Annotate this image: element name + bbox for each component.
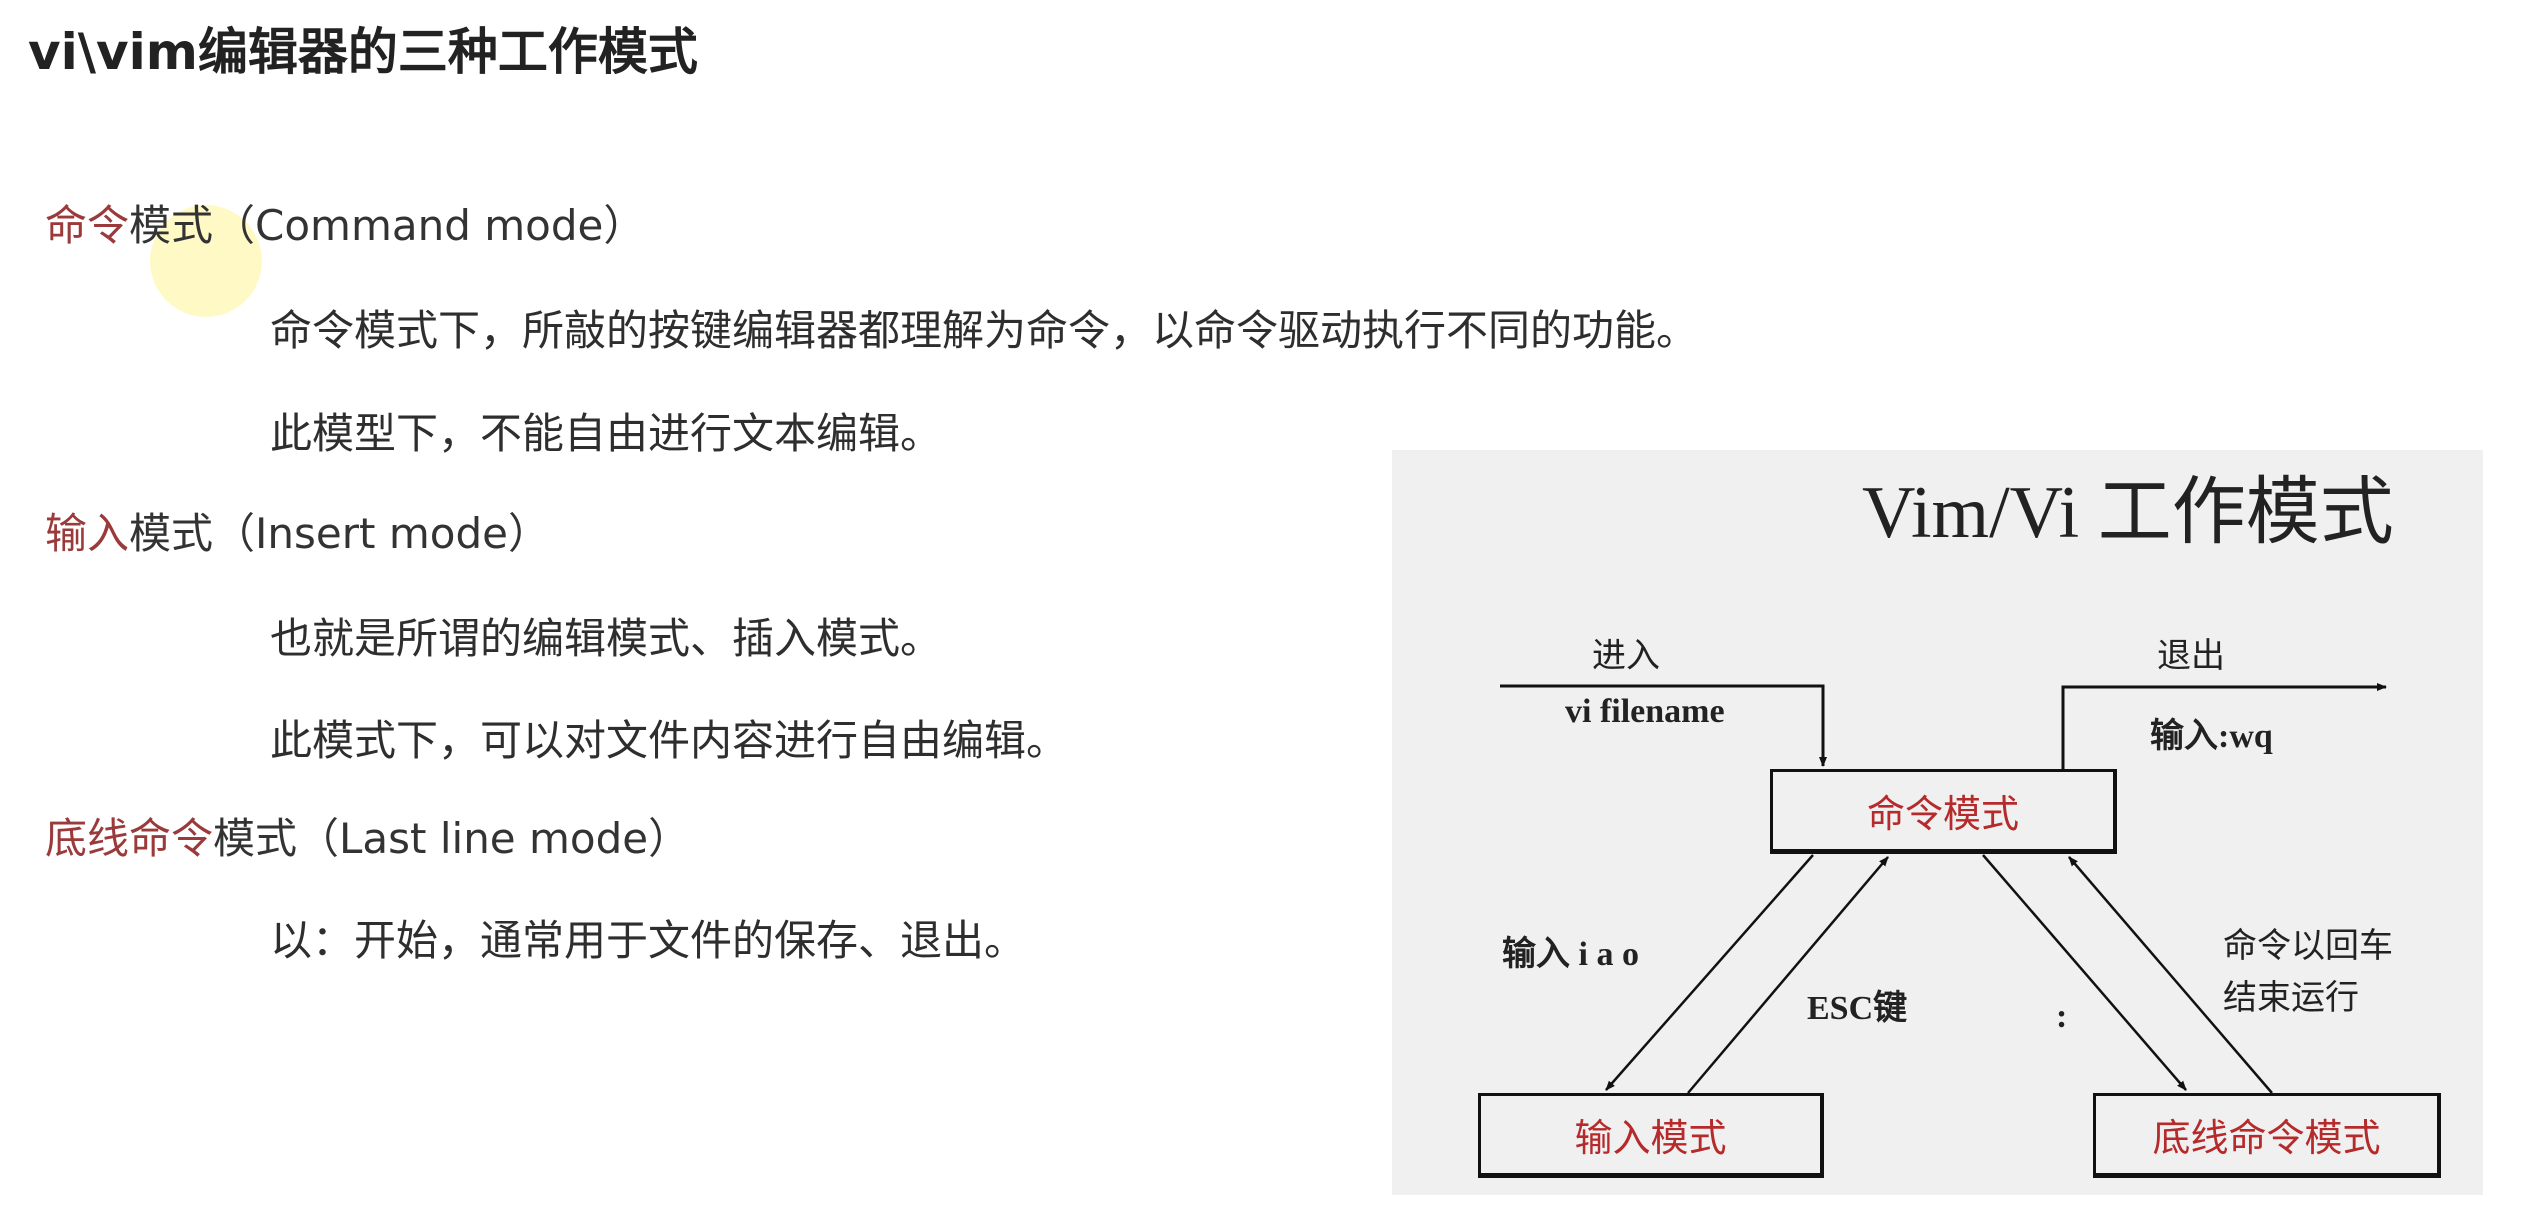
section-line: 也就是所谓的编辑模式、插入模式。 [270,614,943,663]
lastline-mode-label: 底线命令模式 [2152,1116,2381,1160]
section-line: 以：开始，通常用于文件的保存、退出。 [270,916,1027,965]
section-heading-lastline-mode: 底线命令模式（Last line mode） [45,805,690,866]
edge-label-enter-run-1: 命令以回车 [2223,928,2393,965]
heading-accent: 命令 [45,201,130,250]
section-line: 此模式下，可以对文件内容进行自由编辑。 [270,716,1069,765]
heading-rest: 模式（Insert mode） [129,509,550,558]
insert-mode-box: 输入模式 [1478,1093,1824,1178]
enter-command-label: vi filename [1565,693,1725,730]
lastline-mode-box: 底线命令模式 [2093,1093,2441,1178]
cursor-highlight [150,205,262,317]
section-line: 此模型下，不能自由进行文本编辑。 [270,409,943,458]
exit-label: 退出 [2157,638,2225,675]
section-heading-command-mode: 命令模式（Command mode） [45,192,645,253]
edge-label-enter-run-2: 结束运行 [2223,980,2359,1017]
page-title: vi\vim编辑器的三种工作模式 [28,23,698,81]
edge-label-colon: : [2056,998,2068,1035]
heading-accent: 底线命令 [45,814,214,863]
section-heading-insert-mode: 输入模式（Insert mode） [45,500,550,561]
enter-label: 进入 [1592,638,1660,675]
command-mode-label: 命令模式 [1866,792,2019,836]
heading-accent: 输入 [45,509,130,558]
command-mode-box: 命令模式 [1770,769,2117,854]
heading-rest: 模式（Command mode） [129,201,646,250]
section-line: 命令模式下，所敲的按键编辑器都理解为命令，以命令驱动执行不同的功能。 [270,306,1699,355]
edge-label-to-insert: 输入 i a o [1502,936,1639,973]
heading-rest: 模式（Last line mode） [213,814,691,863]
diagram-title: Vim/Vi 工作模式 [1862,472,2394,554]
insert-mode-label: 输入模式 [1574,1116,1727,1160]
edge-label-esc: ESC键 [1807,990,1908,1027]
exit-command-label: 输入:wq [2150,718,2273,755]
